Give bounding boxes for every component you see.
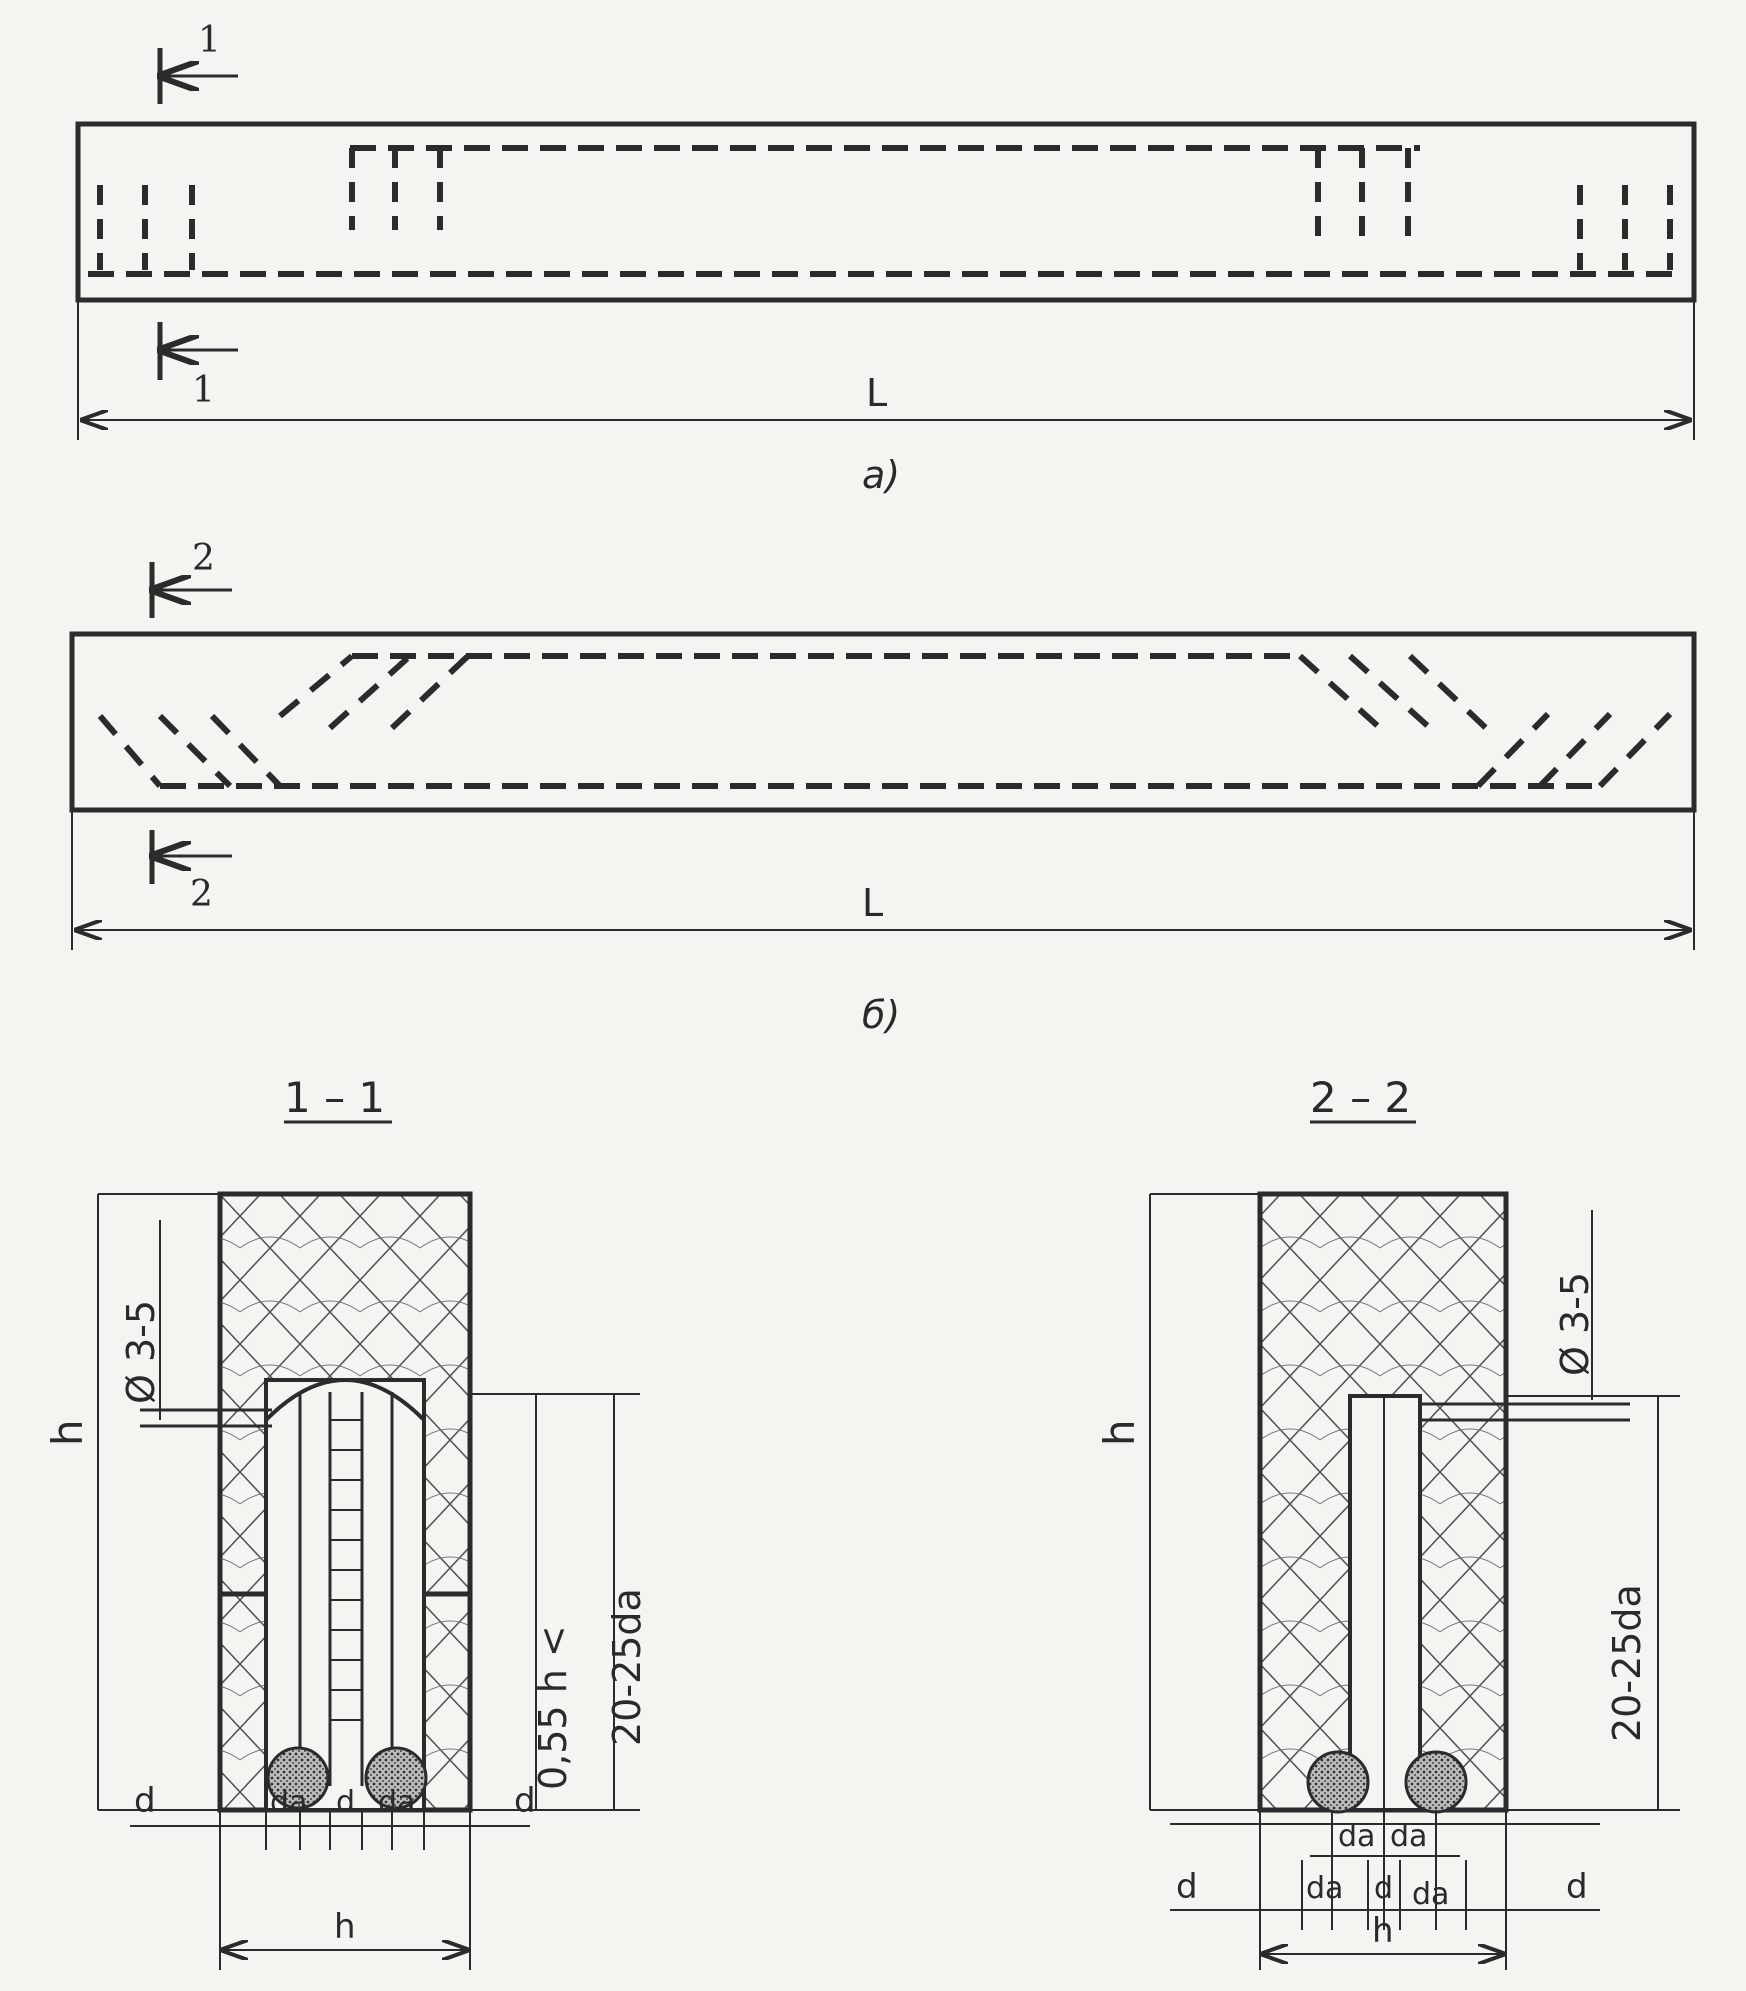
beam-a-section-mark-top: 1 [160,20,238,104]
beam-b-caption: б) [862,993,900,1037]
beam-b-section-mark-top: 2 [152,538,232,618]
beam-b-section-mark-bottom: 2 [152,830,232,915]
beam-b-span-dimension: L [71,810,1695,950]
section-1-1-dim-da1: da [270,1785,307,1820]
beam-a-stirrups-right-inner [1315,148,1411,236]
beam-a-section-mark-bottom: 1 [160,322,238,411]
section-2-2-dim-da2: da [1412,1877,1449,1912]
section-1-1-ladder [330,1419,362,1721]
section-2-2-dim-da1: da [1306,1871,1343,1906]
beam-b-span-label: L [862,881,883,925]
section-2-2: 2 – 2 h Ø 3-5 20-25da da da [1095,1073,1680,1970]
section-2-2-dim-d2: d [1374,1871,1393,1906]
section-b-bottom-number: 2 [190,874,213,915]
beam-a-stirrups-left-inner [349,148,443,230]
section-1-1-arch [264,1378,426,1422]
section-2-2-rebar-left [1306,1750,1370,1814]
section-1-1: 1 – 1 h Ø 3-5 [43,1073,649,1970]
section-1-1-height-label: h [43,1419,92,1446]
section-1-1-anchorage-label: 20-25da [605,1588,649,1746]
section-2-2-diameter-label: Ø 3-5 [1553,1272,1597,1376]
section-a-top-number: 1 [198,20,221,61]
section-2-2-width-label: h [1372,1911,1394,1951]
beam-a-stirrups-left [97,185,195,270]
section-1-1-dim-d2: d [336,1785,355,1820]
section-1-1-stirrup-frame [264,1378,426,1812]
beam-a-caption: а) [862,453,900,497]
section-1-1-bottom-ticks [219,1810,471,1970]
beam-b: 2 2 L б) [69,538,1697,1037]
section-1-1-ratio-label: 0,55 h < [531,1625,575,1790]
beam-b-bent-bars-left [97,653,471,789]
beam-a-stirrups-right [1577,185,1673,270]
section-2-2-dim-d1: d [1176,1867,1198,1907]
section-1-1-rebar-left [266,1746,330,1810]
section-1-1-title: 1 – 1 [284,1073,385,1122]
section-2-2-height-label: h [1095,1419,1144,1446]
section-b-top-number: 2 [192,538,215,579]
section-1-1-width-label: h [334,1907,356,1947]
section-2-2-dim-d3: d [1566,1867,1588,1907]
section-1-1-dim-da2: da [378,1785,415,1820]
section-1-1-diameter-label: Ø 3-5 [119,1300,163,1404]
beam-a-span-label: L [866,371,887,415]
section-1-1-rebar-right [364,1746,428,1810]
beam-a-span-dimension: L [77,300,1695,440]
section-2-2-anchorage-label: 20-25da [1605,1584,1649,1742]
section-2-2-rebar-right [1404,1750,1468,1814]
section-a-bottom-number: 1 [192,370,215,411]
section-1-1-dim-d3: d [514,1781,536,1821]
beam-b-bent-bars-right [1297,653,1673,789]
section-1-1-dim-d1: d [134,1781,156,1821]
section-2-2-bottom-ticks [1259,1810,1507,1970]
section-2-2-title: 2 – 2 [1310,1073,1411,1122]
beam-a: 1 1 L а) [75,20,1697,497]
